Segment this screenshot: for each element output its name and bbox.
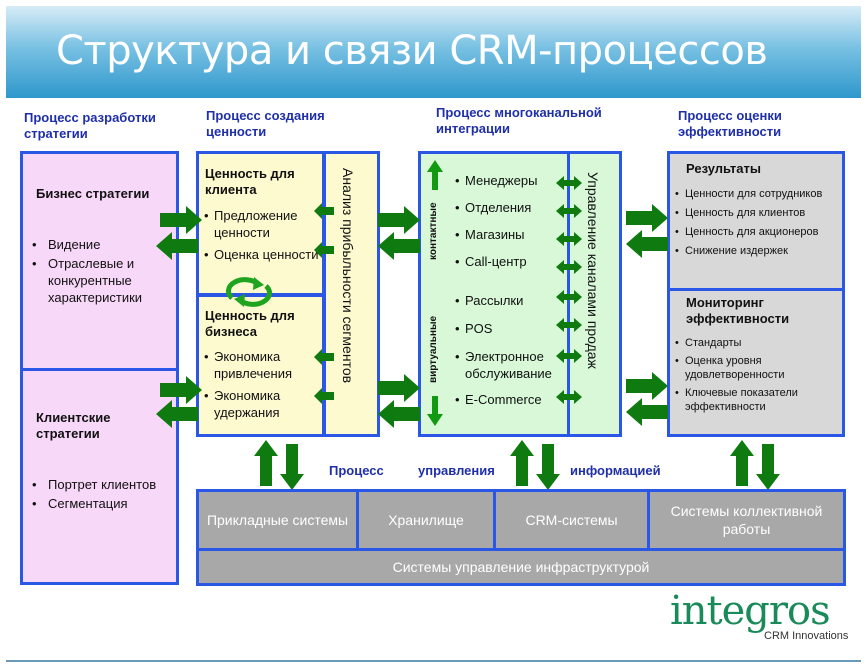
list-item: Отраслевые и конкурентные характеристики [24,255,174,306]
arrow-left-icon [626,398,668,426]
client-strategy-list: Портрет клиентов Сегментация [24,476,174,514]
footer-line [6,660,861,662]
logo-text: integros [670,588,831,634]
list-item: Электронное обслуживание [455,348,567,382]
column-heading-evaluation: Процесс оценки эффективности [678,108,782,139]
list-item: Менеджеры [455,172,567,189]
list-item: Ценности для сотрудников [675,187,843,201]
arrow-right-icon [378,374,420,402]
arrow-up-icon [254,440,278,486]
virtual-channels-list: Рассылки POS Электронное обслуживание E-… [455,292,567,408]
business-value-title: Ценность для бизнеса [205,308,295,339]
list-item: Портрет клиентов [24,476,174,493]
list-item: Call-центр [455,253,567,270]
business-strategy-list: Видение Отраслевые и конкурентные характ… [24,236,174,308]
segment-analysis-label: Анализ прибыльности сегментов [340,168,356,384]
column-heading-strategy: Процесс разработки стратегии [24,110,156,141]
info-mgmt-label-2: управления [418,463,495,478]
info-mgmt-label-1: Процесс [329,463,384,478]
list-item: Оценка уровня удовлетворенности [675,354,843,382]
list-item: Магазины [455,226,567,243]
arrow-left-icon [314,349,334,365]
business-value-list: Экономика привлечения Экономика удержани… [204,348,322,421]
list-item: Оценка ценности [204,246,322,263]
channel-double-arrows [556,176,582,404]
info-mgmt-label-3: информацией [570,463,661,478]
results-list: Ценности для сотрудников Ценность для кл… [675,187,843,258]
client-value-list: Предложение ценности Оценка ценности [204,207,322,263]
arrow-left-icon [314,388,334,404]
arrow-left-icon [314,242,334,258]
client-strategy-title: Клиентские стратегии [36,410,111,441]
strategy-divider [20,368,179,371]
integros-logo: integros CRM Innovations [670,588,860,648]
arrow-right-icon [160,376,202,404]
page-title: Структура и связи CRM-процессов [56,28,768,74]
list-item: Снижение издержек [675,244,843,258]
arrow-up-icon [510,440,534,486]
list-item: Сегментация [24,495,174,512]
arrow-left-icon [378,232,420,260]
arrow-up-icon [427,160,443,190]
list-item: Ключевые показатели эффективности [675,386,843,414]
column-heading-value: Процесс создания ценности [206,108,325,139]
business-strategy-title: Бизнес стратегии [36,186,150,201]
contact-channels-list: Менеджеры Отделения Магазины Call-центр [455,172,567,270]
monitoring-title: Мониторинг эффективности [686,295,790,326]
list-item: Видение [24,236,174,253]
collaboration-block: Системы коллективной работы [650,492,843,548]
arrow-down-icon [536,444,560,490]
arrow-left-icon [626,230,668,258]
list-item: Ценность для клиентов [675,206,843,220]
logo-subtitle: CRM Innovations [764,630,849,642]
arrow-up-icon [730,440,754,486]
list-item: E-Commerce [455,391,567,408]
warehouse-block: Хранилище [359,492,493,548]
arrow-right-icon [626,204,668,232]
arrow-left-icon [156,232,198,260]
list-item: Экономика привлечения [204,348,322,382]
title-banner: Структура и связи CRM-процессов [6,6,861,98]
infrastructure-management-block: Системы управление инфраструктурой [199,551,843,583]
list-item: Рассылки [455,292,567,309]
crm-systems-block: CRM-системы [496,492,647,548]
arrow-down-icon [280,444,304,490]
list-item: Ценность для акционеров [675,225,843,239]
list-item: Стандарты [675,336,843,350]
list-item: Отделения [455,199,567,216]
channel-management-label: Управление каналами продаж [585,172,601,369]
cycle-arrows-icon [226,277,272,307]
column-heading-multichannel: Процесс многоканальной интеграции [436,105,602,136]
arrow-right-icon [160,206,202,234]
list-item: Предложение ценности [204,207,322,241]
list-item: Экономика удержания [204,387,322,421]
applied-systems-block: Прикладные системы [199,492,356,548]
arrow-left-icon [378,400,420,428]
monitoring-list: Стандарты Оценка уровня удовлетворенност… [675,336,843,414]
channel-type-arrows [427,160,443,426]
arrow-right-icon [378,206,420,234]
client-value-title: Ценность для клиента [205,166,295,197]
arrow-left-icon [156,400,198,428]
results-title: Результаты [686,161,761,176]
segment-analysis-box [323,151,380,437]
list-item: POS [455,320,567,337]
arrow-left-icon [314,203,334,219]
arrow-down-icon [756,444,780,490]
arrow-right-icon [626,372,668,400]
arrow-down-icon [427,396,443,426]
